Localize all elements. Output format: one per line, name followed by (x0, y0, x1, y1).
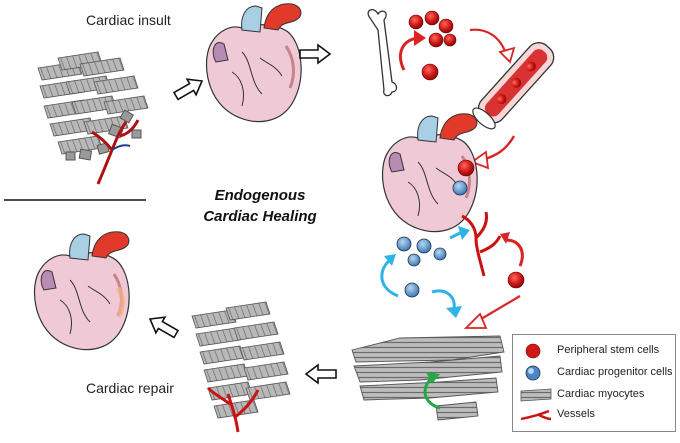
legend-label: Cardiac myocytes (557, 388, 645, 400)
heart-top (205, 2, 303, 124)
healed-region (115, 286, 125, 318)
legend-label: Peripheral stem cells (557, 344, 660, 356)
repaired-tissue (191, 301, 291, 433)
progenitor-cell-cluster (396, 236, 447, 298)
arrow-green-regeneration (423, 372, 441, 410)
arrow-vessel-to-heart (470, 135, 516, 170)
legend-label: Cardiac progenitor cells (557, 366, 673, 378)
center-title-line2: Cardiac Healing (203, 208, 317, 225)
stem-cell-on-heart (457, 159, 475, 177)
stem-cell-right (507, 271, 525, 289)
legend-box: Peripheral stem cells Cardiac progenitor… (512, 334, 676, 432)
stem-cell-cluster (408, 10, 457, 81)
legend-label: Vessels (557, 408, 595, 420)
myocyte-icon (520, 388, 552, 402)
vessel-icon (520, 409, 552, 421)
center-title: Endogenous Cardiac Healing (190, 185, 330, 227)
arrow-bone-to-cells (399, 30, 426, 71)
damaged-tissue (37, 51, 149, 185)
legend-item-myocytes: Cardiac myocytes (513, 385, 675, 405)
legend-item-peripheral: Peripheral stem cells (513, 341, 675, 361)
label-cardiac-repair: Cardiac repair (86, 380, 174, 396)
arrow-repair-to-heart (148, 316, 180, 339)
arrow-heart-to-bone (299, 43, 332, 65)
legend-item-progenitor: Cardiac progenitor cells (513, 363, 675, 383)
heart-repaired (33, 230, 131, 352)
arrow-red-cycle (500, 232, 524, 267)
red-cell-icon (525, 343, 541, 359)
new-vessel-branch (461, 211, 502, 277)
center-title-line1: Endogenous (214, 187, 306, 204)
blood-vessel-tube (472, 42, 555, 130)
label-cardiac-insult: Cardiac insult (86, 12, 171, 28)
arrow-insult-to-heart (172, 78, 204, 101)
bone-icon (367, 9, 398, 97)
arrow-blue-to-vessel (449, 226, 470, 240)
arrow-cells-to-vessel (469, 28, 516, 64)
myocyte-sheet (351, 335, 505, 421)
arrow-to-myocytes (463, 295, 521, 329)
blue-cell-icon (525, 365, 541, 381)
arrow-to-repaired-tissue (304, 363, 337, 385)
progenitor-cell-on-heart (452, 180, 468, 196)
arrow-blue-cycle-right (431, 289, 462, 318)
legend-item-vessels: Vessels (513, 405, 675, 425)
arrow-blue-cycle-left (380, 254, 399, 298)
